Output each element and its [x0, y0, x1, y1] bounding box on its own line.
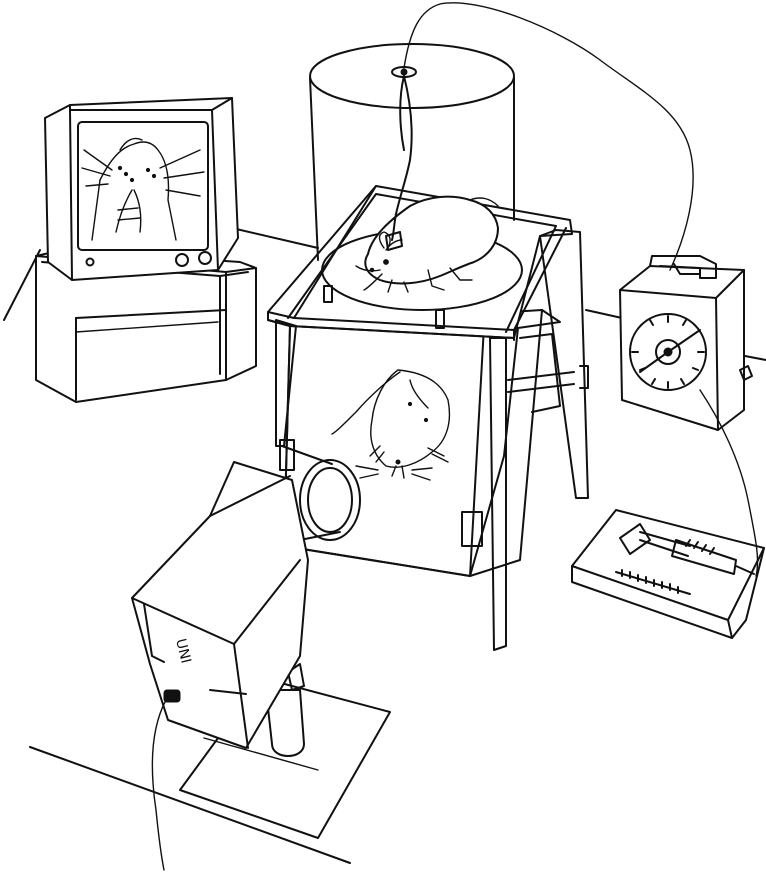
- video-camera: UNI: [132, 446, 360, 756]
- syringe-pump: [572, 510, 764, 638]
- timer-box: [620, 256, 752, 430]
- video-monitor: [45, 98, 238, 280]
